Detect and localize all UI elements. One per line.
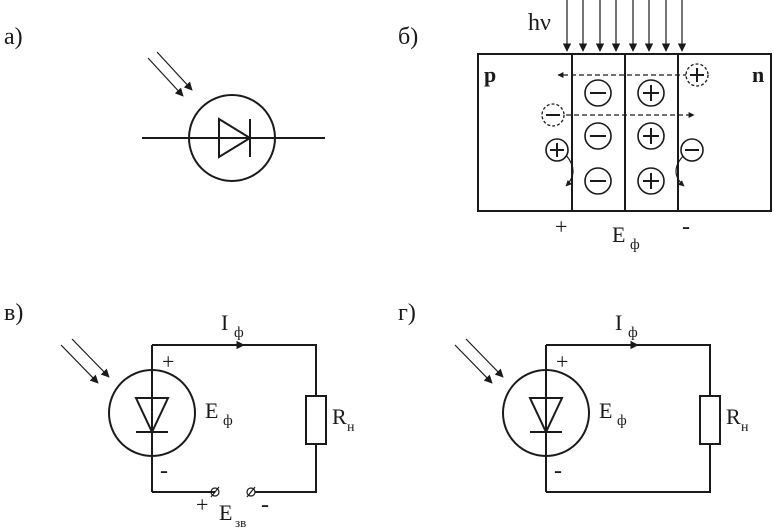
photo-emf-label: E [599, 398, 612, 423]
photo-emf-subscript: ф [630, 237, 640, 253]
photodiode-symbol-icon [108, 345, 196, 492]
electron-accumulated-icon [680, 138, 704, 162]
panel-b: б) hν p n [398, 0, 772, 253]
load-resistor-subscript: н [741, 420, 749, 435]
load-resistor-label: R [726, 404, 741, 429]
panel-d: г) I ф + - E ф R н [398, 300, 749, 493]
p-terminal-plus: + [555, 214, 567, 239]
light-rays-icon [60, 338, 110, 384]
panel-c: в) I ф + - E ф R н + - [4, 300, 355, 530]
photo-emf-subscript: ф [223, 413, 233, 429]
external-source-subscript: зв [235, 515, 246, 530]
source-terminals-icon [210, 486, 256, 498]
circuit-wires [546, 344, 711, 493]
p-region-label: p [484, 62, 496, 87]
n-terminal-minus: - [682, 214, 690, 240]
positive-ions-icon [637, 79, 665, 195]
photo-emf-subscript: ф [617, 413, 627, 429]
panel-c-label: в) [4, 300, 23, 326]
photocurrent-label: I [615, 310, 622, 335]
source-plus-label: + [196, 492, 208, 517]
load-resistor-subscript: н [347, 420, 355, 435]
negative-ions-icon [584, 79, 612, 195]
pn-junction-crystal [477, 53, 772, 212]
panel-d-label: г) [398, 300, 416, 326]
cathode-minus-label: - [160, 458, 168, 484]
load-resistor-icon [305, 395, 327, 445]
load-resistor-label: R [332, 404, 347, 429]
electron-carrier-icon [541, 103, 565, 127]
light-energy-label: hν [528, 10, 551, 36]
incident-light-arrows-icon [562, 0, 687, 52]
n-region-label: n [752, 62, 764, 87]
load-resistor-icon [699, 395, 721, 445]
hole-carrier-icon [685, 63, 709, 87]
photo-emf-label: E [205, 398, 218, 423]
panel-a-label: а) [4, 24, 23, 50]
external-source-label: E [219, 500, 232, 525]
hole-accumulated-icon [545, 138, 569, 162]
carrier-drift-arrows-icon [557, 72, 695, 187]
photocurrent-label: I [221, 310, 228, 335]
photo-emf-label: E [612, 222, 625, 247]
anode-plus-label: + [162, 349, 174, 374]
photocurrent-subscript: ф [628, 325, 638, 341]
anode-plus-label: + [556, 349, 568, 374]
photocurrent-subscript: ф [234, 325, 244, 341]
circuit-wires [152, 344, 317, 493]
light-rays-icon [454, 338, 504, 384]
photodiode-symbol-icon [142, 94, 325, 182]
cathode-minus-label: - [554, 458, 562, 484]
photodiode-symbol-icon [502, 345, 590, 492]
source-minus-label: - [261, 492, 269, 518]
panel-a: а) [4, 24, 325, 182]
panel-b-label: б) [398, 24, 418, 50]
light-rays-icon [147, 51, 193, 97]
